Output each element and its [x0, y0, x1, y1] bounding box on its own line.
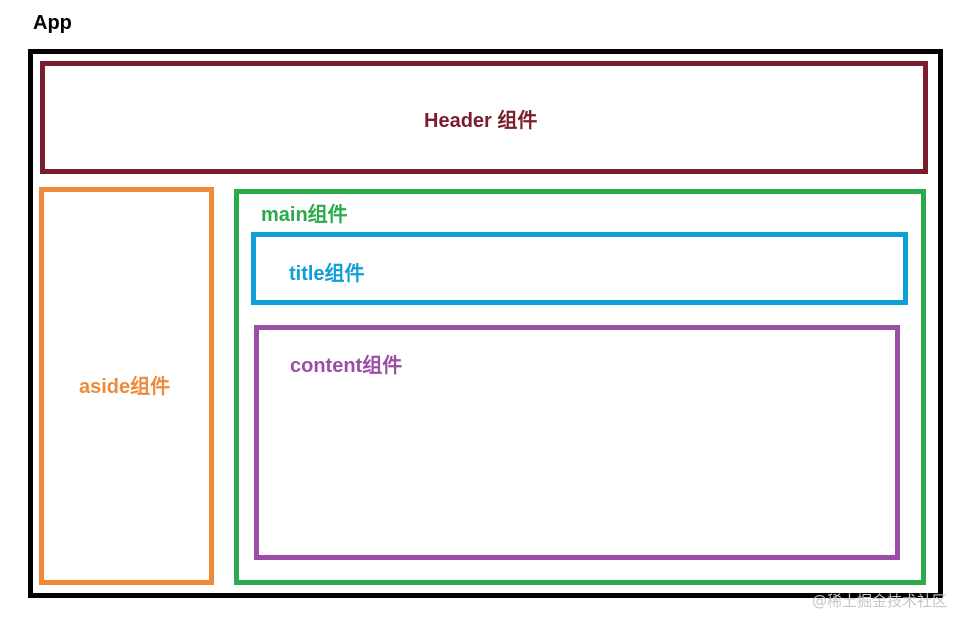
app-component-box [28, 49, 943, 598]
title-component-label: title组件 [289, 263, 365, 285]
main-component-box [234, 189, 926, 585]
app-title: App [33, 12, 72, 34]
aside-component-box [39, 187, 214, 585]
title-component-box [251, 232, 908, 305]
aside-component-label: aside组件 [79, 376, 171, 398]
content-component-label: content组件 [290, 355, 403, 377]
header-component-label: Header 组件 [424, 110, 538, 132]
header-component-box [40, 61, 928, 174]
watermark: @稀土掘金技术社区 [812, 592, 948, 610]
main-component-label: main组件 [261, 204, 348, 226]
content-component-box [254, 325, 900, 560]
